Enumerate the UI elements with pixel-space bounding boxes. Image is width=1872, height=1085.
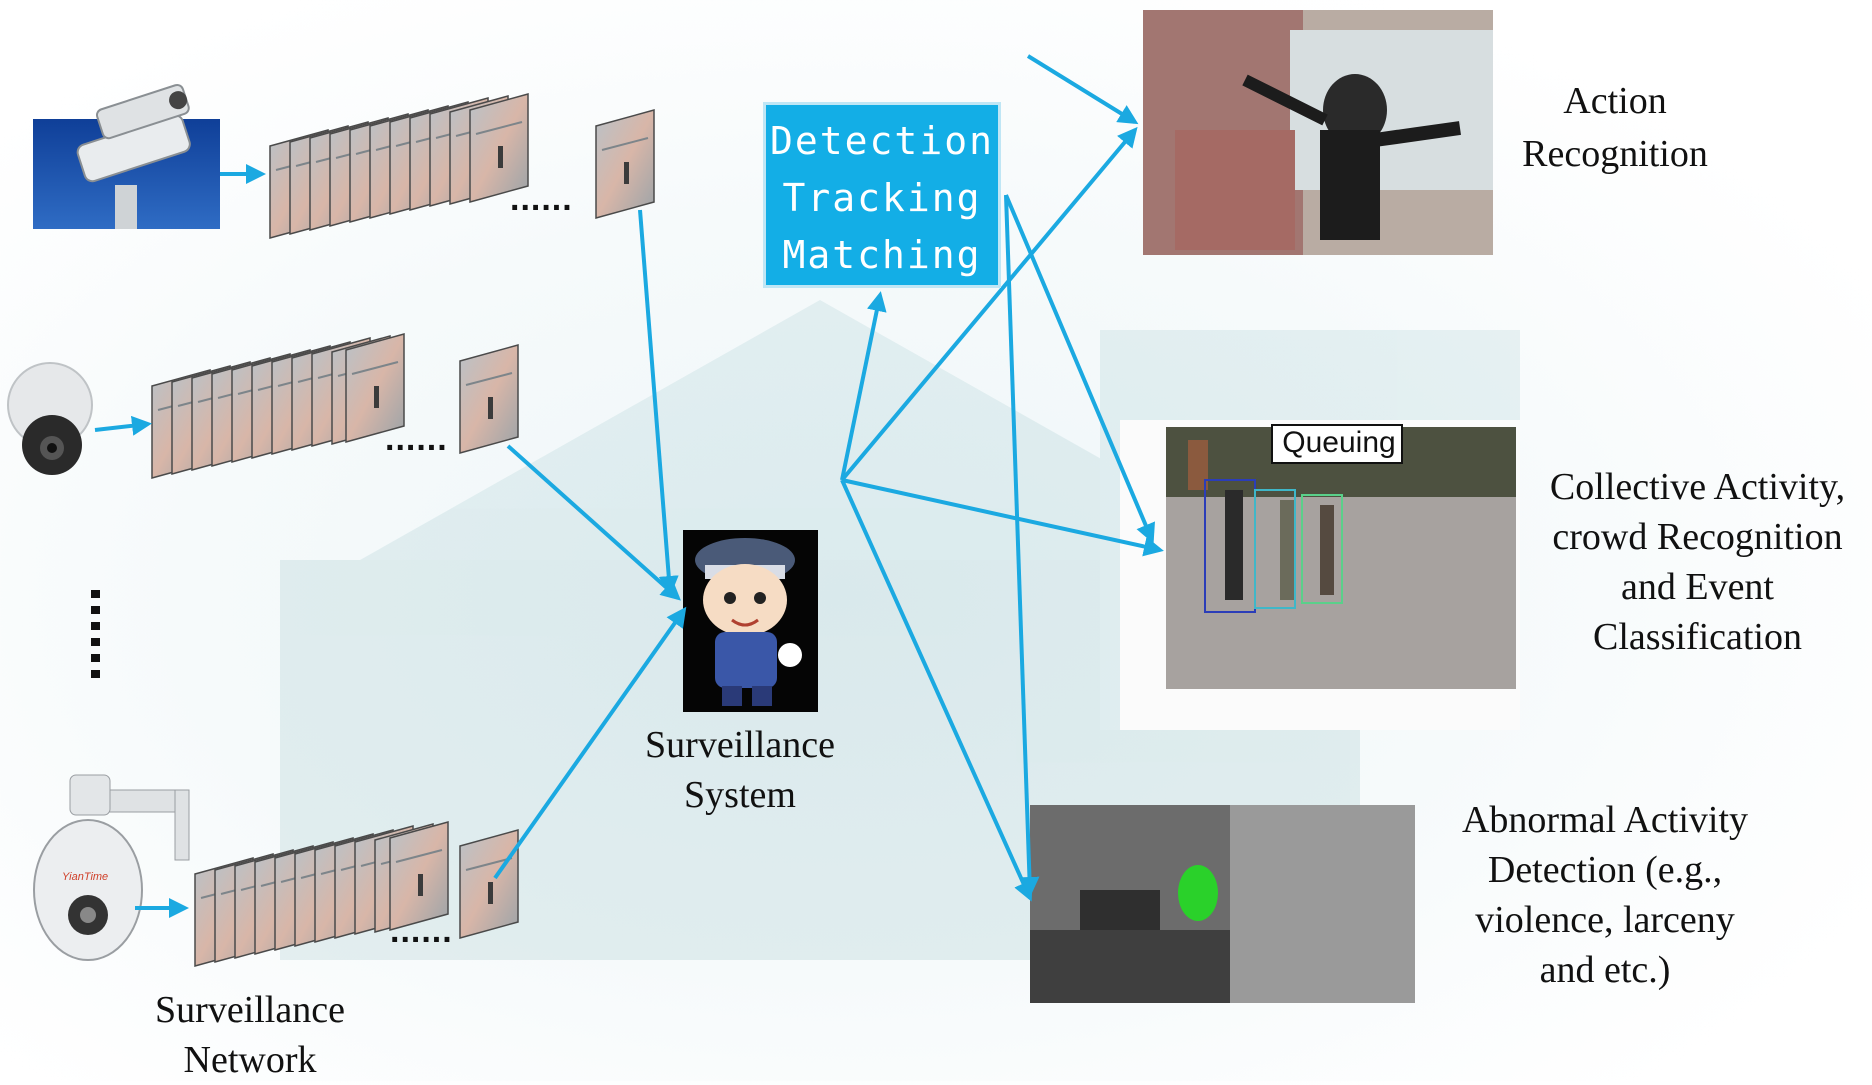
process-line-3: Matching — [782, 233, 982, 277]
collective-activity-line-2: crowd Recognition — [1552, 516, 1843, 558]
abnormal-activity-label: Abnormal Activity Detection (e.g., viole… — [1425, 795, 1785, 995]
action-recognition-line-1: Action — [1563, 80, 1667, 122]
police-cartoon-icon — [683, 530, 818, 712]
bullet-camera-icon — [33, 83, 220, 229]
flow-arrows — [94, 54, 1164, 918]
surveillance-network-label: Surveillance Network — [110, 985, 390, 1085]
process-line-1: Detection — [770, 119, 994, 163]
ellipsis-row-2: ...... — [385, 420, 448, 458]
action-recognition-image — [1143, 10, 1493, 255]
surveillance-system-line-1: Surveillance — [645, 724, 835, 766]
surveillance-network-line-2: Network — [183, 1039, 317, 1081]
ptz-camera-icon: YianTime — [33, 774, 190, 961]
dome-camera-icon — [7, 362, 93, 475]
last-frame-2 — [459, 344, 519, 454]
action-recognition-line-2: Recognition — [1522, 133, 1708, 175]
collective-activity-line-4: Classification — [1593, 616, 1802, 658]
last-frame-3 — [459, 829, 519, 939]
action-recognition-label: Action Recognition — [1490, 75, 1740, 181]
frame-stack-2 — [151, 333, 405, 479]
process-line-2: Tracking — [782, 176, 982, 220]
abnormal-activity-line-3: violence, larceny — [1475, 899, 1735, 941]
collective-activity-line-3: and Event — [1620, 566, 1774, 608]
collective-activity-image — [1120, 420, 1520, 730]
abnormal-activity-line-1: Abnormal Activity — [1461, 799, 1749, 841]
surveillance-network-line-1: Surveillance — [155, 989, 345, 1031]
surveillance-system-line-2: System — [684, 774, 796, 816]
detection-tracking-matching-box: Detection Tracking Matching — [763, 102, 1001, 288]
surveillance-system-label: Surveillance System — [600, 720, 880, 820]
last-frame-1 — [595, 109, 655, 219]
abnormal-activity-line-2: Detection (e.g., — [1487, 849, 1723, 891]
abnormal-activity-image — [1030, 805, 1415, 1003]
svg-text:YianTime: YianTime — [62, 871, 108, 883]
ellipsis-row-3: ...... — [390, 912, 453, 950]
frame-stack-1 — [269, 93, 529, 239]
collective-activity-label: Collective Activity, crowd Recognition a… — [1525, 462, 1870, 662]
queuing-tag: Queuing — [1282, 426, 1396, 459]
collective-activity-line-1: Collective Activity, — [1549, 466, 1846, 508]
vertical-ellipsis — [91, 590, 100, 678]
ellipsis-row-1: ...... — [510, 180, 573, 218]
abnormal-activity-line-4: and etc.) — [1539, 949, 1671, 991]
